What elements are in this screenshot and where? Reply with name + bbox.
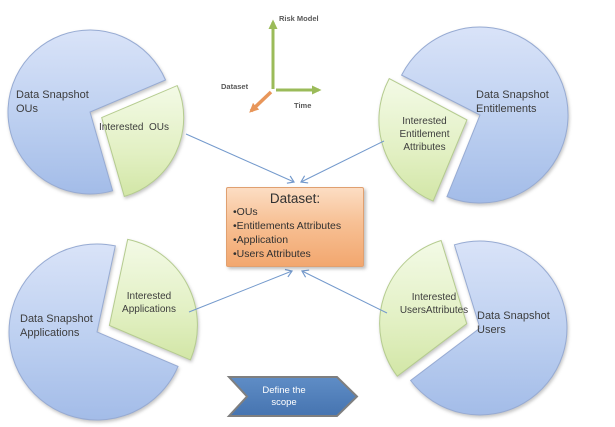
connector-ous-to-dataset [185,133,295,184]
risk-model-axis-label: Risk Model [279,14,319,23]
dataset-axis-arrow [249,90,273,113]
pie-entitlements-main-label: Data Snapshot Entitlements [476,89,552,116]
define-scope-label-line1: Define the [262,385,306,396]
axis-triad [249,19,322,113]
connector-applications-to-dataset [188,268,294,313]
pie-chart-applications [8,238,198,421]
pie-applications-main-slice [8,243,179,421]
pie-applications-main-label: Data Snapshot Applications [20,313,96,340]
pie-users-main-slice [409,240,568,416]
pie-users-slice-label: Interested UsersAttributes [399,292,469,316]
define-scope-label: Define the scope [252,385,316,409]
dataset-box-item-users: •Users Attributes [233,247,311,260]
dataset-box-item-entitlements: •Entitlements Attributes [233,219,342,232]
dataset-box-item-ous: •OUs [233,206,258,218]
pie-users-main-label: Data Snapshot Users [477,310,553,337]
pie-applications-interested-slice [108,238,198,361]
pie-chart-entitlements [378,26,569,204]
time-axis-label: Time [294,101,312,110]
define-scope-chevron [226,376,359,417]
pie-ous-slice-label: Interested OUs [99,122,170,133]
pie-entitlements-interested-slice [378,77,468,202]
pie-ous-interested-slice [101,84,185,198]
pie-entitlements-main-slice [400,26,569,204]
pie-ous-main-label: Data Snapshot OUs [16,89,92,116]
pie-users-interested-slice [379,239,468,377]
dataset-axis-label: Dataset [221,82,249,91]
dataset-box-item-application: •Application [233,233,289,246]
connector-users-to-dataset [301,269,388,314]
connector-entitlements-to-dataset [300,140,385,184]
pie-chart-users [379,239,568,416]
dataset-box-title: Dataset: [269,191,321,206]
pie-entitlements-slice-label: Interested Entitlement Attributes [399,116,452,153]
pie-chart-ous [7,29,185,198]
define-scope-label-line2: scope [271,396,297,408]
dataset-box: Dataset: •OUs •Entitlements Attributes •… [226,187,364,267]
pie-ous-main-slice [7,29,167,195]
pie-applications-slice-label: Interested Applications [122,291,176,315]
